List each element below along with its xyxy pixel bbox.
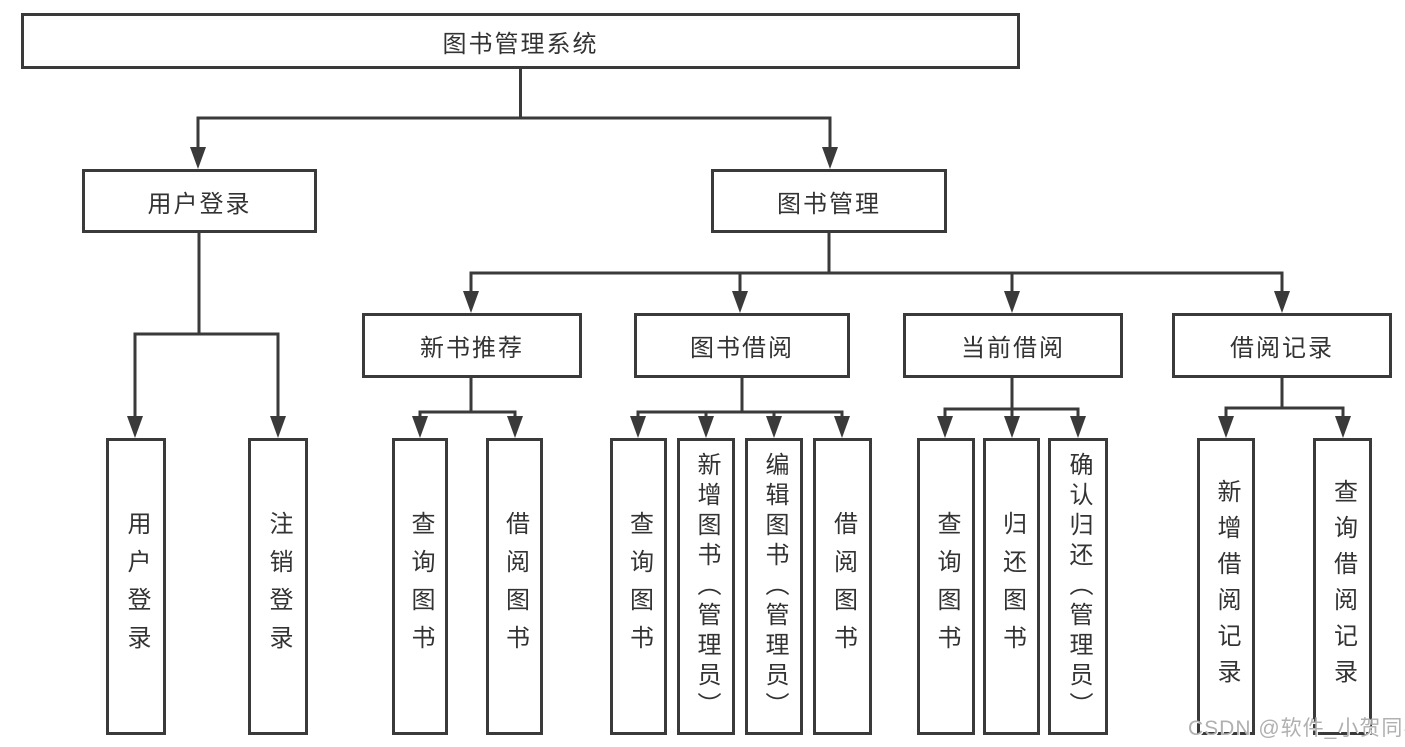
connector-root-to-level2 <box>190 69 838 169</box>
connector-book-borrow-children <box>630 378 850 438</box>
leaf-query-book-3: 查询图书 <box>917 438 975 735</box>
leaf-label: 归还图书 <box>998 510 1026 663</box>
leaf-label: 用户登录 <box>123 510 150 663</box>
leaf-add-book-admin: 新增图书（管理员） <box>677 438 735 735</box>
leaf-logout: 注销登录 <box>248 438 308 735</box>
connector-book-management-children <box>463 233 1290 313</box>
leaf-add-borrow-record: 新增借阅记录 <box>1197 438 1255 735</box>
leaf-label: 查询图书 <box>407 510 434 663</box>
node-label: 当前借阅 <box>961 335 1065 362</box>
node-new-book-recommend: 新书推荐 <box>362 313 582 378</box>
leaf-label: 借阅图书 <box>829 510 857 663</box>
node-label: 图书借阅 <box>690 335 794 362</box>
connector-current-borrow-children <box>937 378 1086 438</box>
connector-new-book-children <box>412 378 523 438</box>
leaf-query-book-2: 查询图书 <box>610 438 667 735</box>
node-book-management: 图书管理 <box>711 169 947 233</box>
connector-user-login-children <box>127 233 286 438</box>
leaf-confirm-return-admin: 确认归还（管理员） <box>1048 438 1108 735</box>
leaf-label: 确认归还（管理员） <box>1065 451 1092 722</box>
leaf-borrow-book-2: 借阅图书 <box>813 438 872 735</box>
leaf-query-borrow-record: 查询借阅记录 <box>1313 438 1372 735</box>
leaf-borrow-book-1: 借阅图书 <box>486 438 543 735</box>
leaf-user-login: 用户登录 <box>106 438 166 735</box>
node-current-borrow: 当前借阅 <box>903 313 1123 378</box>
leaf-label: 查询图书 <box>933 510 960 663</box>
node-label: 用户登录 <box>147 190 252 218</box>
leaf-label: 借阅图书 <box>501 510 529 663</box>
node-borrow-record: 借阅记录 <box>1172 313 1392 378</box>
csdn-watermark: CSDN @软件_小贺同学 <box>1188 717 1405 740</box>
node-label: 借阅记录 <box>1230 335 1334 362</box>
leaf-label: 编辑图书（管理员） <box>761 451 788 722</box>
node-book-borrow: 图书借阅 <box>634 313 850 378</box>
leaf-return-book: 归还图书 <box>983 438 1040 735</box>
node-user-login: 用户登录 <box>82 169 317 233</box>
leaf-edit-book-admin: 编辑图书（管理员） <box>745 438 803 735</box>
leaf-label: 新增借阅记录 <box>1213 478 1240 695</box>
connector-borrow-record-children <box>1218 378 1351 438</box>
leaf-label: 查询借阅记录 <box>1329 478 1357 695</box>
node-label: 图书管理系统 <box>442 30 599 58</box>
leaf-label: 新增图书（管理员） <box>693 451 720 722</box>
leaf-query-book-1: 查询图书 <box>392 438 448 735</box>
leaf-label: 注销登录 <box>265 510 292 663</box>
node-label: 新书推荐 <box>420 335 524 362</box>
node-library-management-system: 图书管理系统 <box>21 13 1020 69</box>
leaf-label: 查询图书 <box>625 510 653 663</box>
node-label: 图书管理 <box>777 190 881 218</box>
